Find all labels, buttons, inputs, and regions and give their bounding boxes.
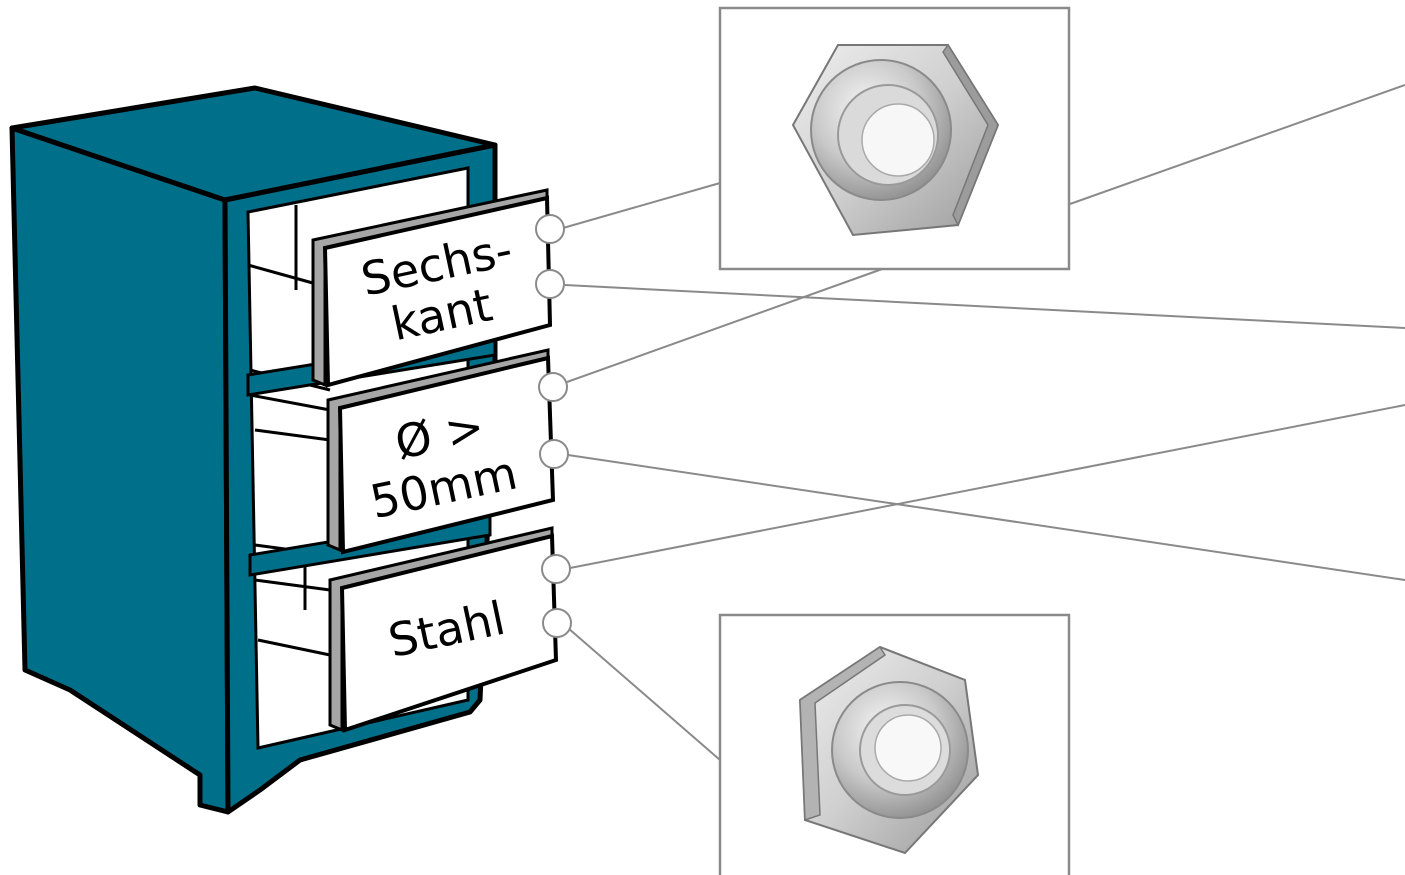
drawer-front [337,355,556,555]
connector-line [569,404,1405,569]
connector-line [567,454,1405,581]
connector-dots [535,214,572,638]
hex-nut-icon [798,645,980,855]
connector-line [562,182,721,229]
drawer-diameter[interactable]: Ø > 50mm [326,348,556,555]
drawer-front [339,533,559,733]
drawer-front [322,195,553,388]
connector-dot[interactable] [539,439,569,469]
connector-lines [562,84,1405,761]
connector-dot[interactable] [538,372,568,402]
connector-line [566,267,886,383]
photo-hex-nut-bottom [718,613,1071,875]
drawer-hexagonal[interactable]: Sechs- kant [311,188,553,388]
connector-line [564,284,1405,329]
connector-dot[interactable] [542,608,572,638]
connector-line [1069,84,1405,205]
photo-hex-nut-top [718,6,1071,271]
connector-dot[interactable] [535,269,565,299]
connector-dot[interactable] [541,554,571,584]
connector-line [567,627,721,761]
cabinet-side-panel [9,125,231,815]
drawer-steel[interactable]: Stahl [328,526,559,733]
connector-dot[interactable] [535,214,565,244]
hex-nut-icon [791,43,1000,237]
drawer-cabinet: Sechs- kant Ø > 50mm Stahl [9,85,559,815]
